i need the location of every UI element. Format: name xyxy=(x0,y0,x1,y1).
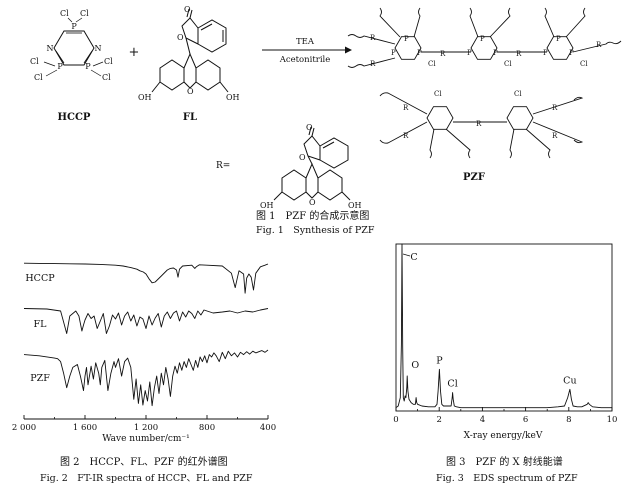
pzf-atom-p: P xyxy=(556,35,561,43)
hccp-atom-cl: Cl xyxy=(34,73,43,82)
fig3-caption-en: Fig. 3 EDS spectrum of PZF xyxy=(436,473,578,484)
eds-peak-label: O xyxy=(411,360,419,371)
pzf-atom-p: P xyxy=(569,49,574,57)
r-atom-o: O xyxy=(306,123,313,132)
hccp-atom-cl: Cl xyxy=(60,9,69,18)
hccp-structure: P Cl Cl N N P P Cl Cl Cl Cl xyxy=(30,9,113,82)
ftir-x-axis-label: Wave number/cm⁻¹ xyxy=(102,434,190,444)
pzf-atom-r: R xyxy=(516,50,522,58)
ftir-series-line-pzf xyxy=(23,349,269,407)
hccp-atom-cl: Cl xyxy=(80,9,89,18)
ftir-series-label: PZF xyxy=(30,373,50,384)
fig1-caption-cn: 图 1 PZF 的合成示意图 xyxy=(256,211,370,222)
hccp-label: HCCP xyxy=(58,112,91,123)
eds-x-tick-label: 0 xyxy=(393,415,398,425)
eds-plot-frame xyxy=(395,243,613,412)
fl-oh: OH xyxy=(138,93,152,102)
hccp-atom-n: N xyxy=(47,44,54,53)
eds-peak-label: C xyxy=(410,252,417,263)
pzf-atom-r: R xyxy=(440,50,446,58)
eds-peak-label: Cl xyxy=(447,379,457,390)
ftir-series-line-fl xyxy=(23,308,269,334)
reagent-solvent: Acetonitrile xyxy=(279,55,331,65)
eds-peak-label: P xyxy=(436,355,443,366)
fl-atom-o: O xyxy=(177,33,184,42)
r-atom-o: O xyxy=(299,153,306,162)
ftir-series-label: FL xyxy=(34,319,48,330)
fig2-caption-en: Fig. 2 FT-IR spectra of HCCP、FL and PZF xyxy=(40,473,253,484)
ftir-x-tick-label: 2 000 xyxy=(12,423,36,433)
hccp-atom-cl: Cl xyxy=(102,73,111,82)
pzf-atom-cl: Cl xyxy=(504,60,512,68)
fl-atom-o: O xyxy=(187,87,194,96)
eds-x-tick-label: 6 xyxy=(523,415,528,425)
r-equals-label: R= xyxy=(216,161,230,171)
pzf-atom-p: P xyxy=(404,35,409,43)
pzf-atom-p: P xyxy=(493,49,498,57)
reagent-tea: TEA xyxy=(296,37,315,47)
ftir-x-tick-label: 1 200 xyxy=(134,423,158,433)
fl-oh: OH xyxy=(226,93,240,102)
hccp-atom-cl: Cl xyxy=(104,57,113,66)
eds-peak-label: Cu xyxy=(563,375,576,386)
pzf-atom-p: P xyxy=(480,35,485,43)
synthesis-scheme: P Cl Cl N N P P Cl Cl Cl Cl HCCP + O O O xyxy=(30,5,622,210)
pzf-atom-labels: P P P P P P P P P Cl Cl Cl R R R R R Cl … xyxy=(370,34,602,140)
pzf-atom-cl: Cl xyxy=(514,90,522,98)
hccp-atom-p: P xyxy=(71,22,77,31)
plus-sign: + xyxy=(129,45,140,60)
pzf-atom-cl: Cl xyxy=(428,60,436,68)
hccp-atom-n: N xyxy=(95,44,102,53)
r-oh: OH xyxy=(260,201,274,210)
pzf-atom-r: R xyxy=(370,34,376,42)
fl-label: FL xyxy=(183,112,197,123)
reaction-arrow xyxy=(262,46,352,54)
eds-spectrum-line xyxy=(395,243,612,409)
fig2-caption-cn: 图 2 HCCP、FL、PZF 的红外谱图 xyxy=(60,457,228,468)
pzf-atom-cl: Cl xyxy=(434,90,442,98)
r-group-structure xyxy=(273,126,351,201)
r-atom-o: O xyxy=(309,198,316,207)
eds-x-tick-label: 10 xyxy=(607,415,618,425)
pzf-atom-r: R xyxy=(370,60,376,68)
pzf-atom-cl: Cl xyxy=(580,60,588,68)
fig1-caption-en: Fig. 1 Synthesis of PZF xyxy=(256,225,375,236)
pzf-atom-r: R xyxy=(403,104,409,112)
ftir-x-tick-label: 800 xyxy=(199,423,215,433)
ftir-series-line-hccp xyxy=(23,262,269,294)
pzf-atom-r: R xyxy=(403,132,409,140)
eds-x-axis-label: X-ray energy/keV xyxy=(464,431,543,441)
ftir-series-label: HCCP xyxy=(25,273,55,284)
eds-peak-leader xyxy=(402,253,411,257)
fl-atom-o: O xyxy=(184,5,191,14)
eds-x-tick-label: 2 xyxy=(436,415,441,425)
pzf-atom-p: P xyxy=(417,49,422,57)
fig3-caption-cn: 图 3 PZF 的 X 射线能谱 xyxy=(446,457,563,468)
pzf-atom-p: P xyxy=(467,49,472,57)
pzf-label: PZF xyxy=(463,172,485,183)
eds-x-tick-label: 4 xyxy=(480,415,485,425)
pzf-structure xyxy=(347,7,622,159)
pzf-atom-r: R xyxy=(552,132,558,140)
pzf-atom-r: R xyxy=(596,41,602,49)
eds-x-tick-label: 8 xyxy=(566,415,571,425)
hccp-atom-p: P xyxy=(85,62,91,71)
ftir-x-tick-label: 1 600 xyxy=(73,423,97,433)
pzf-atom-p: P xyxy=(543,49,548,57)
pzf-atom-r: R xyxy=(552,104,558,112)
fl-structure xyxy=(151,8,229,93)
r-oh: OH xyxy=(348,201,362,210)
hccp-atom-p: P xyxy=(57,62,63,71)
hccp-atom-cl: Cl xyxy=(30,57,39,66)
pzf-atom-p: P xyxy=(391,49,396,57)
pzf-atom-r: R xyxy=(476,120,482,128)
ftir-x-tick-label: 400 xyxy=(260,423,276,433)
